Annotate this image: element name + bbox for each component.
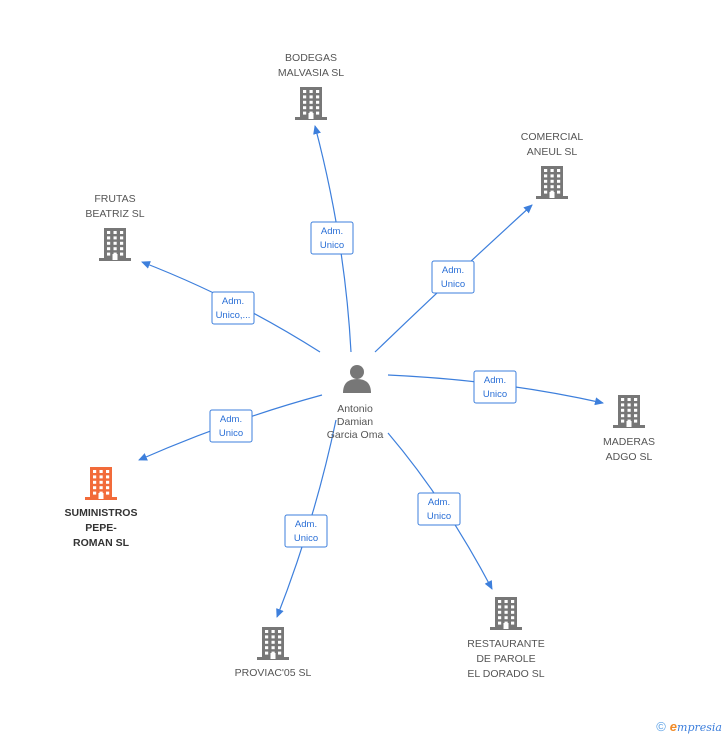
company-name-line: FRUTAS (94, 193, 135, 205)
building-icon[interactable] (85, 467, 117, 500)
edge-label-text: Unico (294, 533, 318, 544)
company-name-line: BEATRIZ SL (85, 208, 144, 220)
company-node-suministros[interactable]: SUMINISTROS PEPE- ROMAN SL (65, 467, 138, 549)
edge-label-text: Adm. (220, 414, 242, 425)
company-node-proviac[interactable]: PROVIAC'05 SL (235, 627, 312, 679)
edge-label-text: Unico (441, 279, 465, 290)
edge-label-text: Adm. (484, 375, 506, 386)
building-icon[interactable] (99, 228, 131, 261)
edge-label-text: Adm. (442, 265, 464, 276)
company-name-line: ADGO SL (606, 451, 653, 463)
nodes-layer: BODEGAS MALVASIA SL COMERCIAL ANEUL SL FRUTA… (65, 52, 655, 680)
person-icon[interactable] (343, 365, 371, 393)
edge-label-box[interactable] (310, 221, 354, 255)
company-node-frutas[interactable]: FRUTAS BEATRIZ SL (85, 193, 145, 261)
company-name-line: PROVIAC'05 SL (235, 667, 312, 679)
company-name-line: EL DORADO SL (467, 668, 544, 680)
person-name-line: Damian (337, 416, 373, 428)
edge-label-box[interactable] (417, 492, 461, 526)
company-name-line: ANEUL SL (527, 146, 578, 158)
edge-label-text: Adm. (295, 519, 317, 530)
building-icon[interactable] (295, 87, 327, 120)
edge-label-box[interactable] (431, 260, 475, 294)
edge-label-box[interactable] (473, 370, 517, 404)
edge-label-text: Unico (320, 240, 344, 251)
person-name-line: Antonio (337, 403, 373, 415)
edge-label-box[interactable] (284, 514, 328, 548)
edge-label-text: Unico (219, 428, 243, 439)
company-name-line: RESTAURANTE (467, 638, 544, 650)
edge-label-text: Unico,... (216, 310, 251, 321)
building-icon[interactable] (490, 597, 522, 630)
company-name-line: COMERCIAL (521, 131, 584, 143)
edge-label-box[interactable] (209, 409, 253, 443)
building-icon[interactable] (613, 395, 645, 428)
company-name-line: DE PAROLE (476, 653, 535, 665)
company-node-comercial[interactable]: COMERCIAL ANEUL SL (521, 131, 584, 199)
relation-edge-bodegas[interactable]: Adm. Unico (310, 125, 354, 353)
edge-label-text: Unico (427, 511, 451, 522)
company-name-line: PEPE- (85, 522, 117, 534)
relation-edge-suministros[interactable]: Adm. Unico (138, 394, 323, 461)
company-node-restaurante[interactable]: RESTAURANTE DE PAROLE EL DORADO SL (467, 597, 545, 680)
company-name-line: SUMINISTROS (65, 507, 138, 519)
copyright-symbol: © (656, 719, 666, 734)
company-name-line: MALVASIA SL (278, 67, 344, 79)
edge-label-box[interactable] (211, 291, 255, 325)
brand-rest: mpresia (677, 721, 722, 734)
edge-label-text: Unico (483, 389, 507, 400)
brand-first-letter: e (669, 719, 678, 734)
company-node-maderas[interactable]: MADERAS ADGO SL (603, 395, 655, 463)
relation-edge-maderas[interactable]: Adm. Unico (387, 370, 604, 406)
relation-edge-frutas[interactable]: Adm. Unico,... (141, 261, 321, 353)
company-name-line: BODEGAS (285, 52, 337, 64)
edge-label-text: Adm. (222, 296, 244, 307)
relation-edge-restaurante[interactable]: Adm. Unico (387, 432, 493, 590)
company-node-bodegas[interactable]: BODEGAS MALVASIA SL (278, 52, 344, 120)
building-icon[interactable] (257, 627, 289, 660)
company-name-line: MADERAS (603, 436, 655, 448)
company-name-line: ROMAN SL (73, 537, 130, 549)
edges-layer: Adm.UnicoAdm.UnicoAdm.Unico,...Adm.Unico… (138, 125, 604, 618)
brand-logo[interactable]: empresia (670, 719, 722, 734)
person-name-line: Garcia Oma (327, 429, 384, 441)
footer-brand: © empresia (656, 719, 722, 734)
relation-edge-proviac[interactable]: Adm. Unico (276, 419, 337, 618)
relation-edge-comercial[interactable]: Adm. Unico (374, 204, 533, 353)
edge-label-text: Adm. (428, 497, 450, 508)
edge-label-text: Adm. (321, 226, 343, 237)
building-icon[interactable] (536, 166, 568, 199)
